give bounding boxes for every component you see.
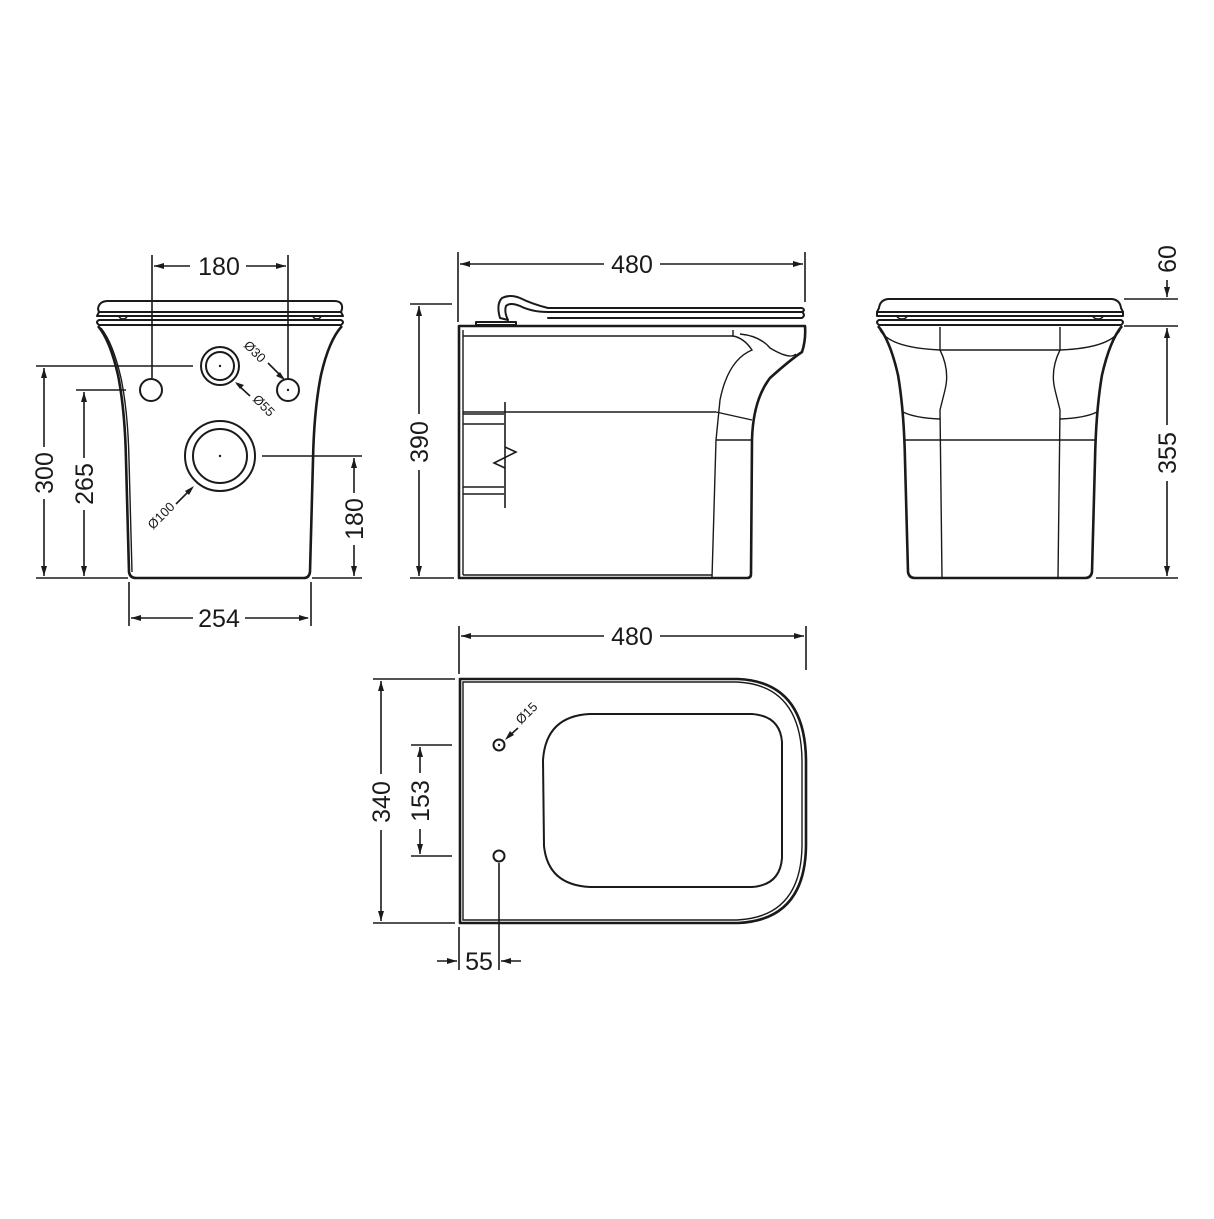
front-pan [96,325,343,580]
dim-top-width: 340 [368,781,396,823]
dim-side-height: 390 [406,421,434,463]
side-pan [457,324,807,580]
side-view: 480 390 [405,250,807,580]
flush-inlet-inner [205,351,235,381]
front-seat [96,300,344,326]
dim-base-width: 254 [198,605,240,633]
inlet-right-hole [276,378,300,402]
waste-outlet-inner [192,428,248,484]
dim-height-300: 300 [31,452,59,494]
top-bowl-opening [542,713,783,888]
dim-fixing-spacing: 153 [407,780,435,822]
dim-top-length: 480 [611,623,653,651]
dim-pipe-spacing: 180 [198,253,240,281]
label-d55: Ø55 [250,392,278,420]
dim-pan-height: 355 [1154,432,1182,474]
dim-seat-thickness: 60 [1154,245,1182,273]
dim-side-length: 480 [611,251,653,279]
rear-pan [876,325,1124,580]
label-d100: Ø100 [145,499,178,532]
label-d30: Ø30 [241,338,269,366]
fixing-hole-bottom [492,849,506,863]
dim-fixing-offset: 55 [465,948,493,976]
flush-inlet-outer [200,346,240,386]
top-view: 480 340 153 55 Ø15 [367,622,808,976]
dim-height-265: 265 [71,463,99,505]
side-seat [497,295,805,321]
fixing-hole-top [492,738,506,752]
rear-view: 60 355 [876,245,1182,580]
waste-outlet-outer [184,420,256,492]
label-d15: Ø15 [513,699,541,727]
inlet-left-hole [139,378,163,402]
top-seat-outline [458,677,808,925]
dim-outlet-height: 180 [341,498,369,540]
front-view: 180 300 265 180 254 Ø30 [30,252,369,633]
rear-seat [876,298,1124,313]
